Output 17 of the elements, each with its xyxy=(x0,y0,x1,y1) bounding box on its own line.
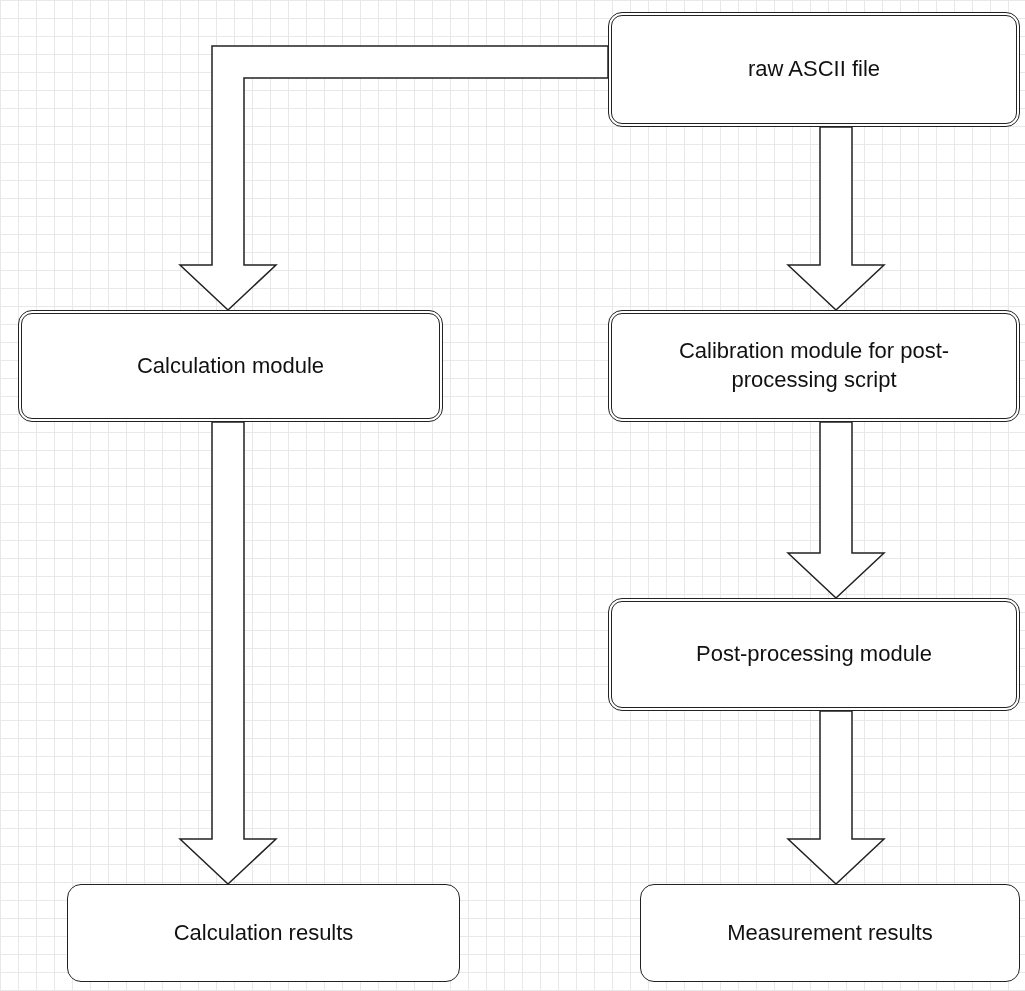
process-box xyxy=(608,12,1020,127)
box-label: Measurement results xyxy=(727,918,933,947)
block-arrow xyxy=(178,421,278,886)
box-label: Calibration module for post-processing script xyxy=(677,337,951,394)
block-arrow xyxy=(786,710,886,886)
box-label: Post-processing module xyxy=(696,640,932,669)
box-label: raw ASCII file xyxy=(747,55,880,84)
box-label: Calculation module xyxy=(136,351,325,380)
process-box xyxy=(18,310,443,422)
process-box xyxy=(640,884,1020,982)
process-box xyxy=(608,310,1020,422)
block-arrow xyxy=(786,421,886,600)
block-arrow xyxy=(178,45,609,312)
block-arrow xyxy=(786,126,886,312)
box-label: Calculation results xyxy=(173,918,354,947)
process-box xyxy=(608,598,1020,711)
process-box xyxy=(67,884,460,982)
